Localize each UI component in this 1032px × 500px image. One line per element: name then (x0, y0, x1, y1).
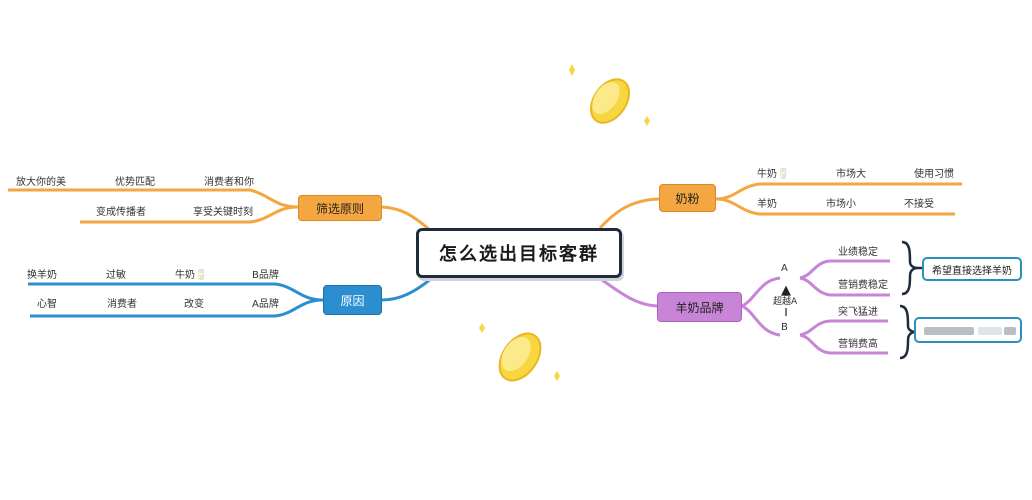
leaf-reason-6[interactable]: 消费者 (107, 299, 137, 310)
leaf-milk-6[interactable]: 不接受 (904, 199, 934, 210)
summary-box-b[interactable] (914, 317, 1022, 343)
redacted-text (924, 327, 974, 335)
leaf-reason-8[interactable]: A品牌 (252, 299, 279, 310)
connector-filter (8, 188, 434, 234)
leaf-reason-7[interactable]: 改变 (184, 299, 204, 310)
leaf-filter-4[interactable]: 变成传播者 (96, 207, 146, 218)
leaf-brand-a-2[interactable]: 营销费稳定 (838, 280, 888, 291)
leaf-milk-1[interactable]: 牛奶🥛 (757, 169, 790, 180)
leaf-filter-2[interactable]: 优势匹配 (115, 177, 155, 188)
overtake-label: 超越A (773, 296, 798, 308)
leaf-reason-1[interactable]: 换羊奶 (27, 270, 57, 281)
connector-milk-powder (598, 182, 962, 230)
redacted-text (978, 327, 1002, 335)
coin-icon (479, 323, 560, 382)
brand-b-label[interactable]: B (781, 322, 788, 333)
brand-a-label[interactable]: A (781, 263, 788, 274)
branch-milk-powder[interactable]: 奶粉 (659, 184, 716, 212)
branch-goat-milk-brand[interactable]: 羊奶品牌 (657, 292, 742, 322)
leaf-reason-5[interactable]: 心智 (37, 299, 57, 310)
connector-goat-brand (601, 259, 890, 355)
coin-icon (565, 64, 650, 126)
branch-reason[interactable]: 原因 (323, 285, 382, 315)
redacted-text (1004, 327, 1016, 335)
leaf-milk-2[interactable]: 市场大 (836, 169, 866, 180)
leaf-filter-5[interactable]: 享受关键时刻 (193, 207, 253, 218)
leaf-brand-a-1[interactable]: 业绩稳定 (838, 247, 878, 258)
leaf-reason-4[interactable]: B品牌 (252, 270, 279, 281)
leaf-milk-5[interactable]: 市场小 (826, 199, 856, 210)
leaf-reason-3[interactable]: 牛奶🥛 (175, 270, 208, 281)
summary-box-a[interactable]: 希望直接选择羊奶 (922, 257, 1022, 281)
leaf-milk-3[interactable]: 使用习惯 (914, 169, 954, 180)
connector-reason (28, 276, 433, 318)
leaf-filter-1[interactable]: 放大你的美 (16, 177, 66, 188)
branch-filter-principles[interactable]: 筛选原则 (298, 195, 382, 221)
bracket-a (901, 240, 924, 296)
central-topic[interactable]: 怎么选出目标客群 (416, 228, 622, 278)
leaf-filter-3[interactable]: 消费者和你 (204, 177, 254, 188)
leaf-brand-b-2[interactable]: 营销费高 (838, 339, 878, 350)
leaf-brand-b-1[interactable]: 突飞猛进 (838, 307, 878, 318)
leaf-milk-4[interactable]: 羊奶 (757, 199, 777, 210)
leaf-reason-2[interactable]: 过敏 (106, 270, 126, 281)
